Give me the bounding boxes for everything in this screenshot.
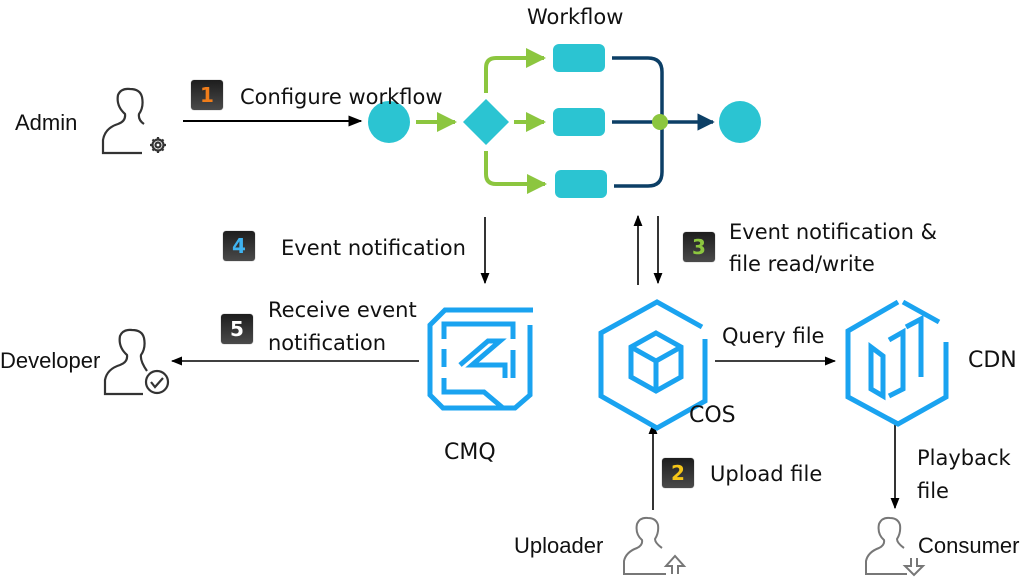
step-2-badge: 2 xyxy=(662,458,694,488)
step-1-number: 1 xyxy=(200,83,214,107)
cos-cube-icon xyxy=(598,299,708,431)
query-file-label: Query file xyxy=(722,324,825,348)
playback-file-label-line2: file xyxy=(917,479,949,503)
cdn-label: CDN xyxy=(968,348,1017,373)
workflow-end-node xyxy=(719,101,761,143)
step-3-label-line1: Event notification & xyxy=(729,220,937,244)
step-4-badge: 4 xyxy=(223,231,255,261)
step-3-number: 3 xyxy=(692,235,706,259)
workflow-diagram xyxy=(368,44,761,198)
step-3-badge: 3 xyxy=(683,232,715,262)
cmq-label: CMQ xyxy=(444,440,496,465)
admin-label: Admin xyxy=(15,110,78,135)
consumer-user-download-icon xyxy=(865,516,926,577)
workflow-start-node xyxy=(368,101,410,143)
developer-user-check-icon xyxy=(103,328,170,396)
workflow-edge-decision-to-task-bottom xyxy=(484,151,547,194)
admin-user-gear-icon xyxy=(101,87,166,155)
workflow-task-bottom xyxy=(555,170,607,198)
step-5-number: 5 xyxy=(230,317,244,341)
workflow-task-mid xyxy=(553,108,605,136)
workflow-edge-decision-to-task-top xyxy=(484,48,546,93)
step-2-number: 2 xyxy=(671,461,685,485)
step-2-label: Upload file xyxy=(710,462,823,486)
step-5-label-line1: Receive event xyxy=(268,298,417,322)
uploader-label: Uploader xyxy=(514,533,604,558)
step-1-badge: 1 xyxy=(191,80,223,110)
playback-file-label-line1: Playback xyxy=(917,446,1011,470)
consumer-label: Consumer xyxy=(918,533,1020,559)
developer-label: Developer xyxy=(0,348,101,373)
cmq-icon xyxy=(427,307,533,411)
workflow-merge-node xyxy=(652,114,668,130)
step-4-label: Event notification xyxy=(281,236,466,260)
workflow-decision-node xyxy=(463,99,509,145)
cos-label: COS xyxy=(689,403,736,428)
workflow-title: Workflow xyxy=(527,5,624,29)
step-5-label-line2: notification xyxy=(268,331,387,355)
step-4-number: 4 xyxy=(232,234,246,258)
workflow-task-top xyxy=(553,44,605,72)
cdn-icon xyxy=(845,299,949,427)
step-1-label: Configure workflow xyxy=(240,85,443,109)
uploader-user-upload-icon xyxy=(623,516,687,575)
step-5-badge: 5 xyxy=(221,314,253,344)
step-3-label-line2: file read/write xyxy=(729,252,875,276)
